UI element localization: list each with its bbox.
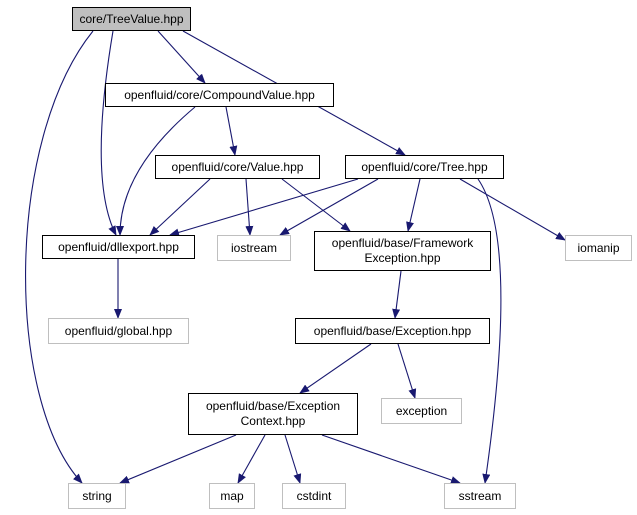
edge-tree-to-dllexport [169, 178, 359, 237]
node-sstream[interactable]: sstream [444, 483, 516, 509]
edge-treevalue-to-compoundvalue [157, 30, 206, 84]
edge-tree-to-frameworkexception [406, 178, 421, 232]
edge-compoundvalue-to-value [225, 106, 238, 156]
node-map[interactable]: map [209, 483, 255, 509]
edge-compoundvalue-to-dllexport [116, 106, 196, 236]
edge-treevalue-to-dllexport [100, 30, 117, 236]
node-label-line: map [220, 488, 244, 503]
node-core-treevalue-hpp[interactable]: core/TreeValue.hpp [72, 7, 191, 31]
node-label-line: openfluid/core/Tree.hpp [361, 159, 488, 174]
node-label-line: openfluid/core/CompoundValue.hpp [124, 87, 315, 102]
edge-exceptioncontext-to-cstdint [284, 434, 302, 484]
node-openfluid-core-compoundvalue-hpp[interactable]: openfluid/core/CompoundValue.hpp [105, 83, 334, 107]
node-cstdint[interactable]: cstdint [282, 483, 346, 509]
edge-value-to-iostream [245, 178, 254, 236]
node-label-line: Context.hpp [240, 414, 306, 428]
edge-layer [25, 30, 566, 484]
node-label-line: openfluid/dllexport.hpp [58, 239, 179, 254]
node-label-line: openfluid/core/Value.hpp [171, 159, 304, 174]
node-openfluid-global-hpp[interactable]: openfluid/global.hpp [48, 318, 189, 344]
node-string[interactable]: string [68, 483, 126, 509]
node-label-line: iomanip [577, 240, 620, 255]
node-openfluid-base-exception-hpp[interactable]: openfluid/base/Exception.hpp [295, 318, 490, 344]
edge-value-to-frameworkexception [281, 178, 351, 232]
node-label-line: string [82, 488, 112, 503]
node-iostream[interactable]: iostream [217, 235, 291, 261]
edge-exceptioncontext-to-map [237, 434, 266, 484]
edge-tree-to-sstream [477, 178, 502, 484]
node-label-line: sstream [458, 488, 502, 503]
node-openfluid-core-tree-hpp[interactable]: openfluid/core/Tree.hpp [345, 155, 504, 179]
node-label-line: openfluid/base/Exception.hpp [313, 323, 472, 338]
node-label-line: core/TreeValue.hpp [79, 11, 184, 26]
node-label-line: Exception.hpp [364, 251, 441, 265]
node-label-line: openfluid/global.hpp [64, 323, 173, 338]
node-label-line: iostream [230, 240, 277, 255]
edge-exception_hpp-to-exception [397, 343, 417, 399]
node-iomanip[interactable]: iomanip [565, 235, 632, 261]
edge-frameworkexception-to-exception_hpp [392, 270, 402, 319]
node-label-line: openfluid/base/Exception [205, 399, 341, 413]
node-label-line: openfluid/base/Framework [331, 236, 474, 250]
node-label-line: exception [395, 403, 448, 418]
node-openfluid-dllexport-hpp[interactable]: openfluid/dllexport.hpp [42, 235, 195, 259]
node-exception[interactable]: exception [381, 398, 462, 424]
edge-exception_hpp-to-exceptioncontext [299, 343, 372, 394]
edge-exceptioncontext-to-sstream [321, 434, 461, 484]
edge-treevalue-to-string [25, 30, 94, 484]
edge-tree-to-iomanip [459, 178, 566, 241]
node-label-line: cstdint [296, 488, 332, 503]
node-openfluid-core-value-hpp[interactable]: openfluid/core/Value.hpp [155, 155, 320, 179]
edge-exceptioncontext-to-string [119, 434, 237, 484]
edge-tree-to-iostream [279, 178, 379, 236]
edge-value-to-dllexport [149, 178, 211, 236]
